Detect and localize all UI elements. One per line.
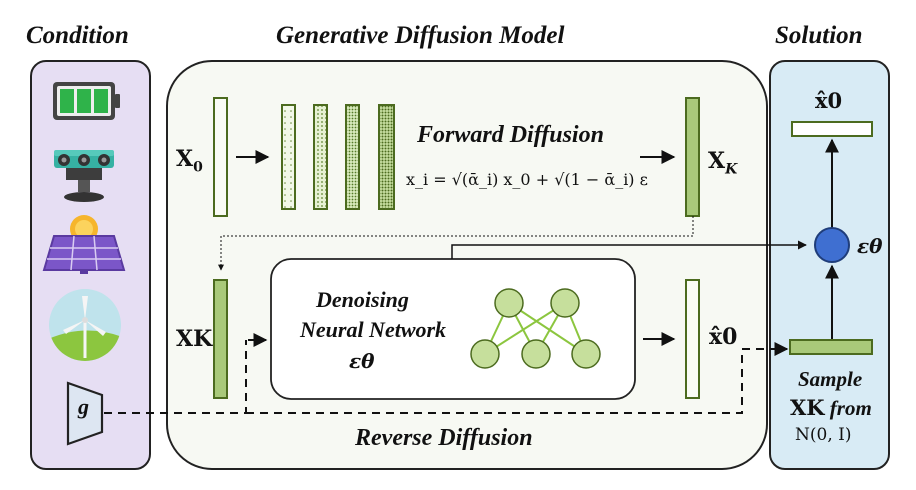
condition-title: Condition (26, 22, 129, 49)
forward-equation: x_i = √(ᾱ_i) x_0 + √(1 − ᾱ_i) ε (406, 170, 648, 189)
sample-line1: Sample (798, 367, 863, 391)
noisy-vector-4 (378, 104, 395, 210)
denoiser-symbol: εθ (349, 349, 375, 373)
eps-theta-circle (814, 227, 850, 263)
generator-g-icon (66, 381, 104, 446)
eps-theta-label: εθ (857, 234, 883, 258)
generator-label: g (78, 394, 89, 419)
x0hat-vector-bottom (685, 279, 700, 399)
reverse-diffusion-title: Reverse Diffusion (355, 425, 533, 451)
solar-panel-icon (42, 215, 126, 274)
forward-diffusion-title: Forward Diffusion (417, 122, 604, 148)
x0-label-render: X0 (176, 146, 203, 176)
x0hat-label-top: x̂0 (815, 88, 842, 114)
xk-label-top: XK (708, 148, 738, 178)
x0hat-label-bottom: x̂0 (709, 324, 737, 350)
denoiser-line1: Denoising (316, 287, 409, 312)
model-title: Generative Diffusion Model (276, 22, 565, 49)
xk-label-text: XK (176, 326, 213, 352)
battery-icon (53, 82, 120, 120)
noisy-vector-1 (281, 104, 296, 210)
xk-vector-bottom (213, 279, 228, 399)
denoiser-line2: Neural Network (300, 317, 447, 342)
energy-storage-unit-icon (54, 150, 114, 202)
x0-label-top: X0 X0 (176, 146, 203, 175)
neural-network-icon (470, 288, 601, 369)
dotted-connector (218, 216, 694, 271)
x0hat-solution-text: x̂0 (815, 88, 843, 113)
eps-feed-line (451, 240, 807, 259)
solution-title: Solution (775, 22, 863, 49)
x0hat-label-text: x̂0 (709, 324, 738, 350)
x0-vector (213, 97, 228, 217)
wind-turbine-icon (49, 289, 121, 361)
xk-vector-top (685, 97, 700, 217)
forward-equation-text: x_i = √(ᾱ_i) x_0 + √(1 − ᾱ_i) ε (406, 170, 648, 189)
sample-word: from (829, 396, 872, 420)
x0hat-vector-top (791, 121, 873, 137)
distribution-label: N(0, I) (795, 425, 852, 445)
noisy-vector-3 (345, 104, 360, 210)
xk-label-bottom: XK (176, 326, 212, 352)
sample-vector (789, 339, 873, 355)
noisy-vector-2 (313, 104, 328, 210)
sample-var: XK (790, 395, 825, 420)
sample-line2: XK from (790, 395, 872, 421)
